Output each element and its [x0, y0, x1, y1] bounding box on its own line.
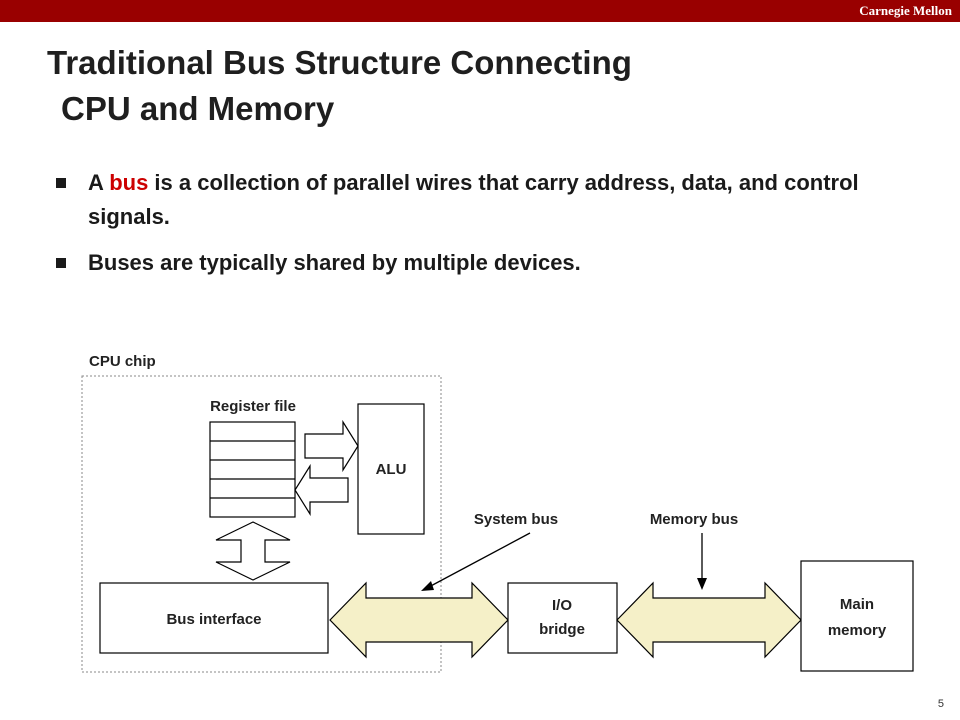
main-memory-label-line2: memory: [828, 622, 887, 639]
cpu-chip-label: CPU chip: [89, 353, 156, 370]
system-bus-label: System bus: [474, 511, 558, 528]
main-memory-box: [800, 560, 914, 672]
bullet-square-icon: [56, 258, 66, 268]
alu-box: [357, 403, 425, 535]
bus-interface-box: [99, 582, 329, 654]
bullet-item: A bus is a collection of parallel wires …: [50, 166, 910, 234]
title-line-1: Traditional Bus Structure Connecting: [47, 44, 632, 81]
alu-to-reg-arrow-icon: [294, 463, 349, 517]
bullet-1-post: is a collection of parallel wires that c…: [88, 170, 859, 229]
io-bridge-box: [507, 582, 618, 654]
page-number: 5: [937, 698, 944, 710]
bullet-list: A bus is a collection of parallel wires …: [50, 166, 910, 292]
register-file-label: Register file: [210, 398, 296, 415]
brand-label: Carnegie Mellon: [859, 3, 952, 18]
bullet-1-pre: A: [88, 170, 110, 195]
memory-bus-label: Memory bus: [650, 511, 738, 528]
system-bus-pointer-arrowhead-icon: [421, 581, 434, 591]
memory-bus-arrow: [616, 581, 802, 659]
io-bridge-label-line1: I/O: [552, 597, 572, 614]
bus-interface-label: Bus interface: [166, 611, 261, 628]
bullet-1-highlight: bus: [109, 170, 149, 195]
vertical-double-arrow-icon: [215, 521, 291, 581]
reg-to-alu-arrow-icon: [304, 419, 359, 473]
top-banner: Carnegie Mellon: [0, 0, 960, 22]
alu-label: ALU: [376, 461, 407, 478]
bullet-square-icon: [56, 178, 66, 188]
memory-bus-pointer-arrowhead-icon: [697, 578, 707, 590]
cpu-chip-boundary: [81, 375, 442, 673]
register-file: [209, 421, 296, 518]
bullet-item: Buses are typically shared by multiple d…: [50, 246, 910, 280]
system-bus-pointer-line: [426, 532, 531, 589]
slide-title: Traditional Bus Structure Connecting CPU…: [47, 40, 632, 132]
system-bus-arrow: [329, 581, 509, 659]
main-memory-label-line1: Main: [840, 596, 874, 613]
io-bridge-label-line2: bridge: [539, 621, 585, 638]
bullet-2-text: Buses are typically shared by multiple d…: [88, 250, 581, 275]
title-line-2: CPU and Memory: [61, 90, 335, 127]
